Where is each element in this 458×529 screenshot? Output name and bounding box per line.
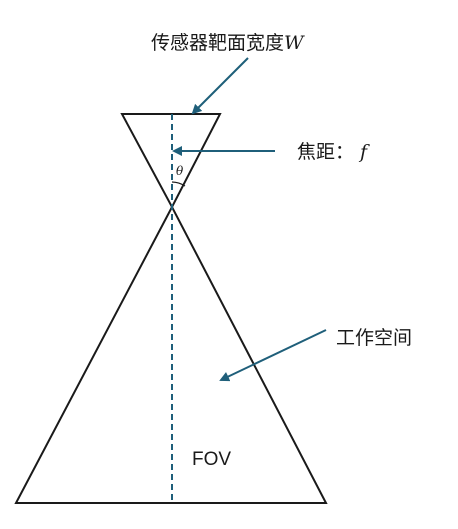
focal-length-label: 焦距：f	[297, 141, 370, 163]
focal-length-text: 焦距：	[297, 141, 354, 163]
angle-theta-label: θ	[176, 164, 184, 178]
sensor-width-symbol: W	[284, 32, 305, 54]
workspace-label: 工作空间	[336, 327, 412, 349]
fov-triangle	[14, 204, 328, 504]
focal-length-symbol: f	[358, 141, 370, 163]
workspace-arrow	[219, 329, 327, 382]
sensor-width-text: 传感器靶面宽度	[151, 32, 284, 54]
sensor-width-arrow	[191, 57, 249, 115]
fov-label: FOV	[192, 449, 231, 470]
sensor-width-label: 传感器靶面宽度W	[151, 32, 305, 54]
angle-arc	[171, 181, 186, 187]
